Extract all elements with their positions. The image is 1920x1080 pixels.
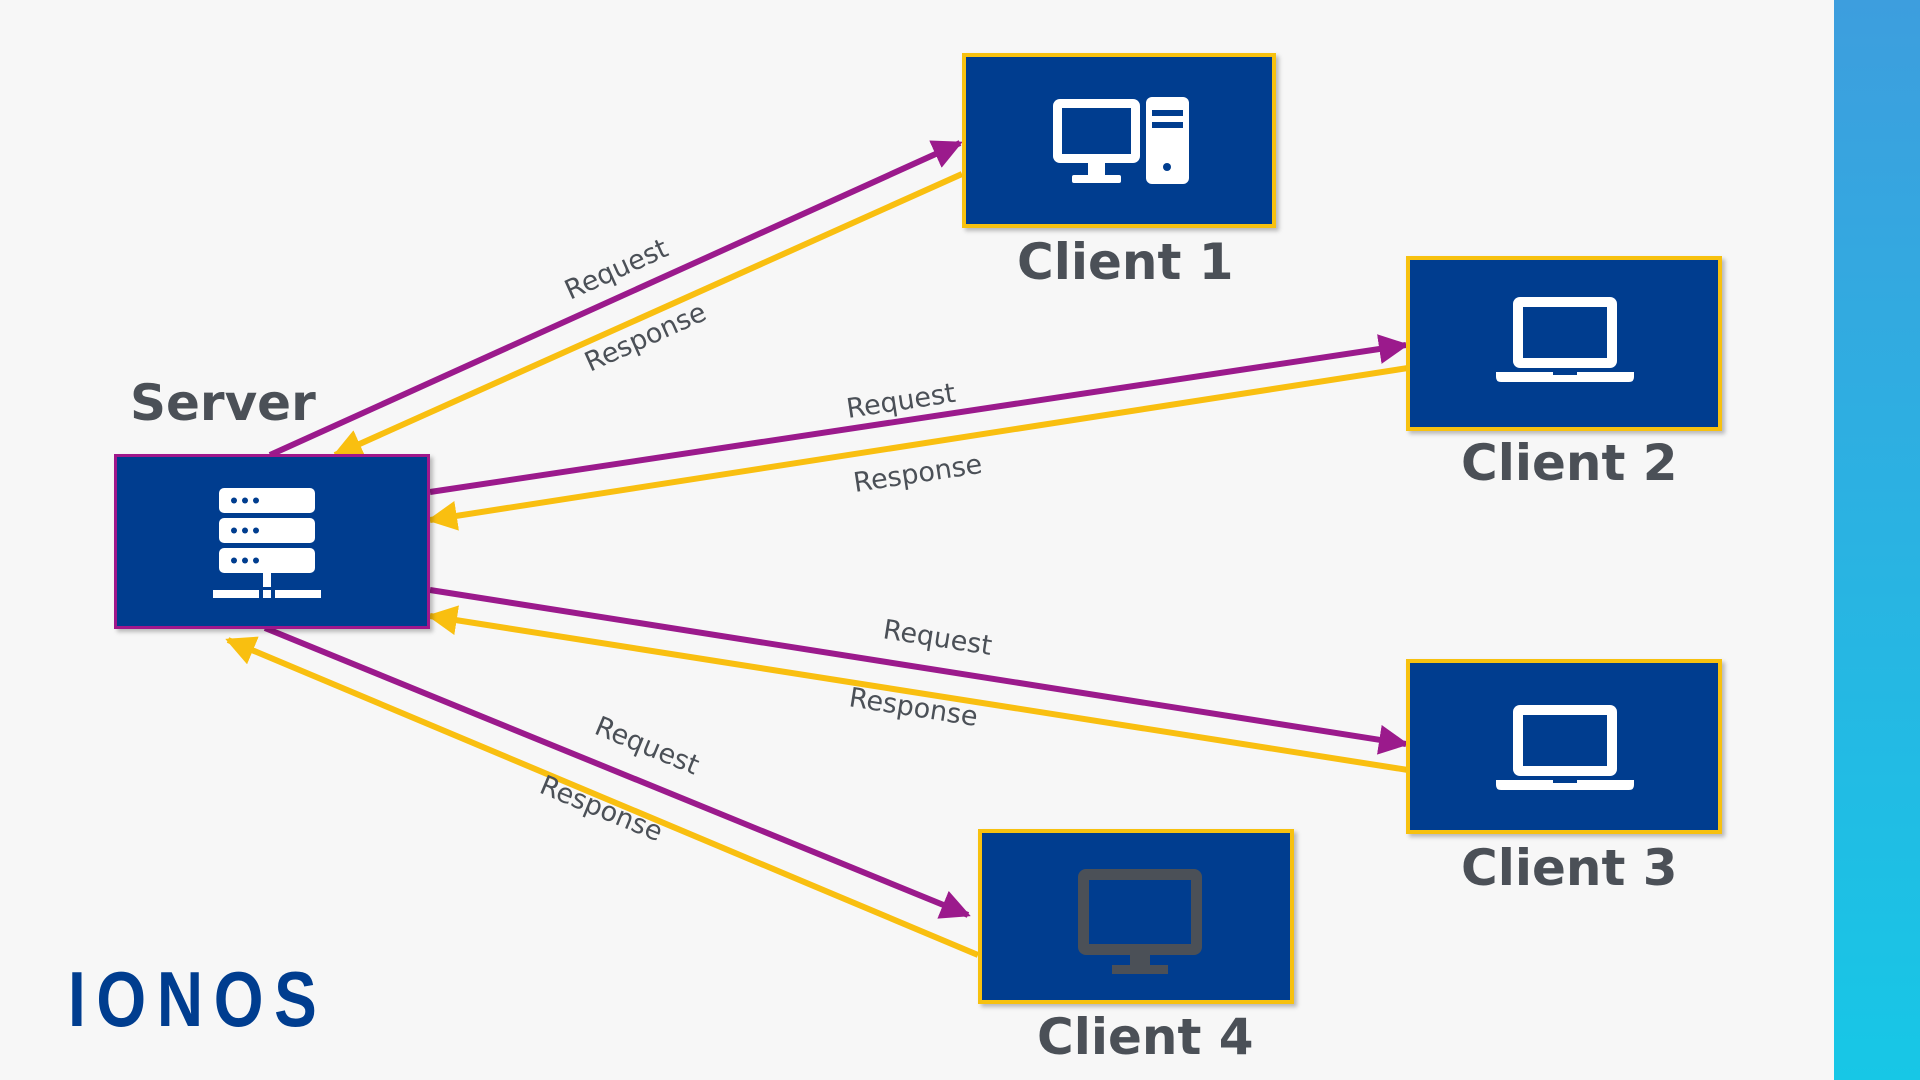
client2-label: Client 2 (1461, 434, 1678, 492)
response-arrow-client1 (332, 171, 964, 458)
ionos-logo: IONOS (68, 955, 328, 1043)
response-label-client2: Response (851, 449, 984, 499)
server-label: Server (130, 374, 316, 432)
client3-node (1406, 659, 1722, 834)
server-node (114, 454, 430, 629)
client4-node (978, 829, 1294, 1004)
client4-label: Client 4 (1037, 1008, 1254, 1066)
request-arrow-client2 (429, 334, 1409, 495)
client3-label: Client 3 (1461, 839, 1678, 897)
request-arrow-client3 (429, 587, 1409, 755)
response-arrow-client4 (225, 636, 980, 958)
client1-label: Client 1 (1017, 233, 1234, 291)
request-arrow-client4 (263, 625, 971, 919)
client1-node (962, 53, 1276, 228)
desktop-tower-icon (1053, 97, 1189, 184)
response-arrow-client2 (427, 365, 1409, 531)
monitor-icon (1078, 869, 1202, 974)
response-arrow-client3 (427, 605, 1409, 773)
request-label-client3: Request (881, 614, 994, 662)
server-rack-icon (213, 488, 321, 598)
laptop-icon (1496, 297, 1634, 382)
request-arrow-client1 (268, 140, 963, 458)
laptop-icon (1496, 705, 1634, 790)
accent-side-bar (1834, 0, 1920, 1080)
client2-node (1406, 256, 1722, 431)
